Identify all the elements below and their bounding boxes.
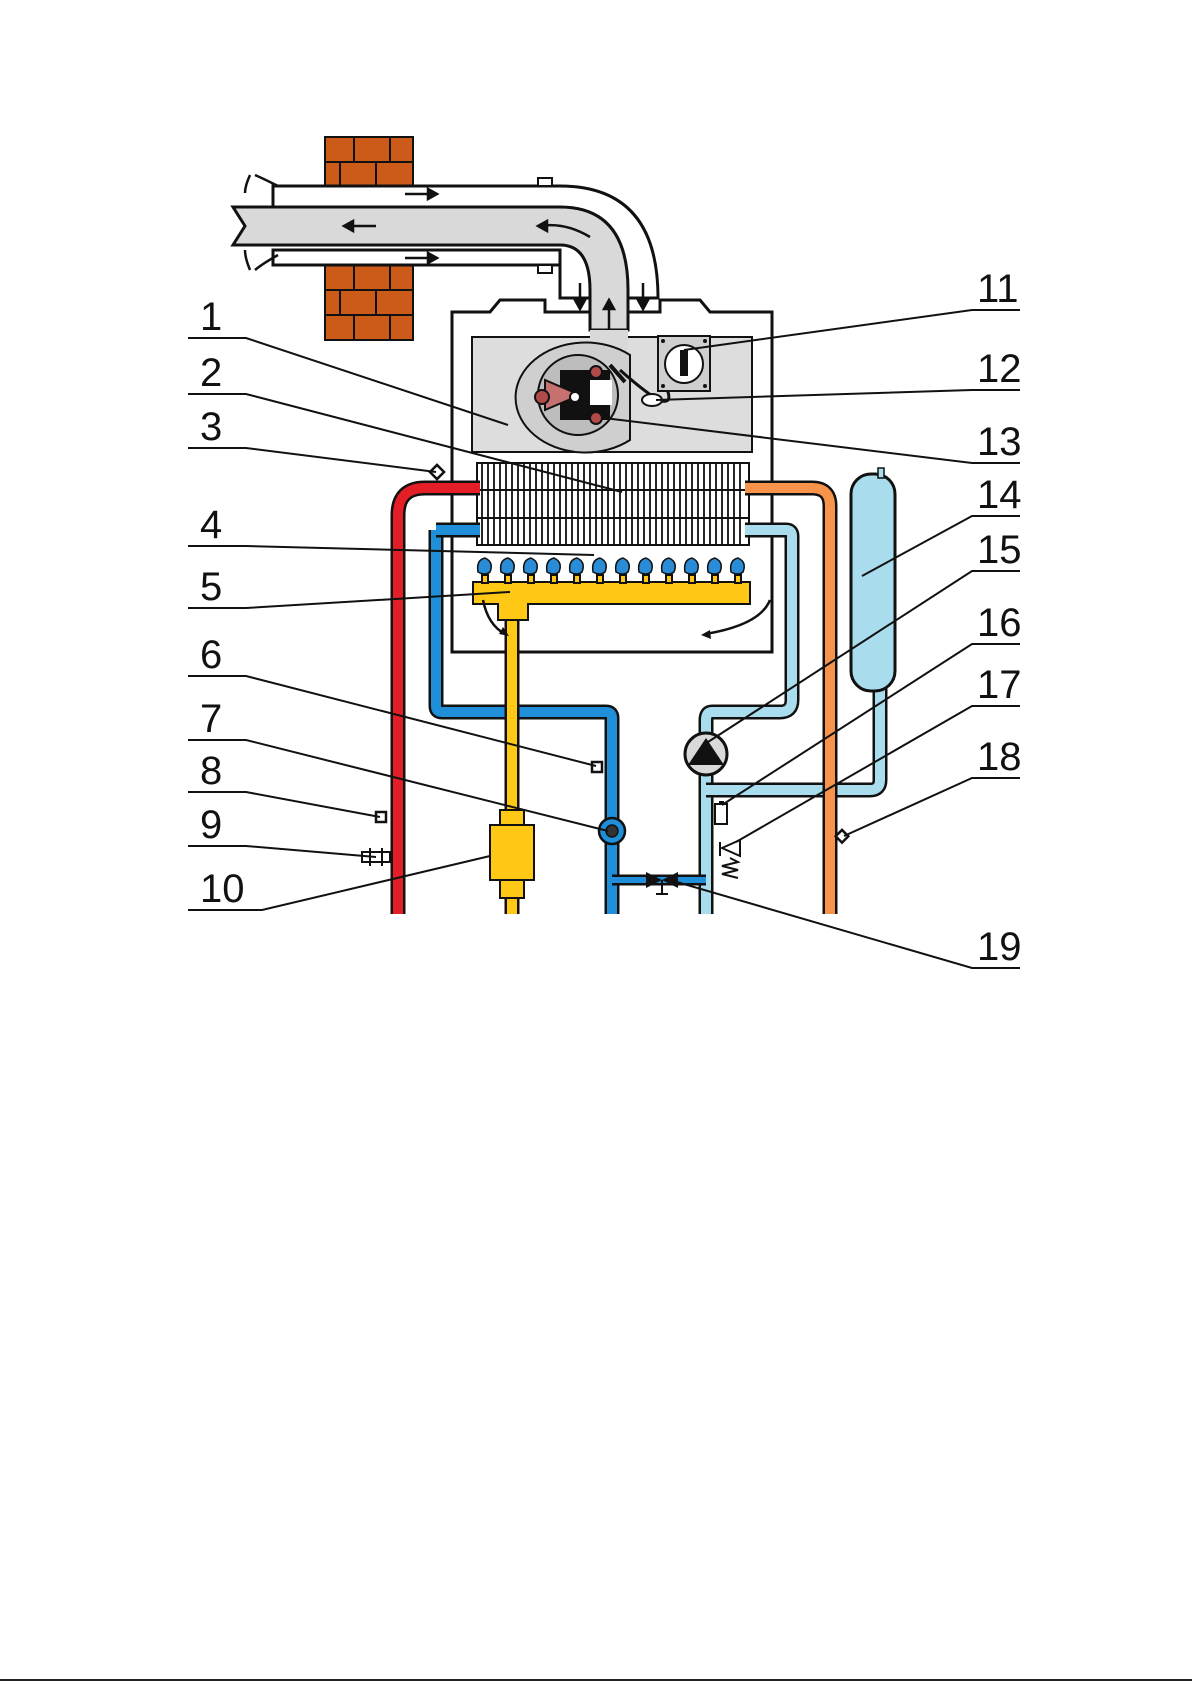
burner-nozzle <box>620 575 626 583</box>
burner-nozzle <box>689 575 695 583</box>
callout-number-9: 9 <box>200 803 222 847</box>
burner-flame <box>639 558 653 574</box>
burner-nozzle <box>528 575 534 583</box>
burner-flame <box>570 558 584 574</box>
burner-flame <box>662 558 676 574</box>
burner-nozzle <box>735 575 741 583</box>
callout-number-10: 10 <box>200 867 245 911</box>
burner-flame <box>547 558 561 574</box>
callout-number-17: 17 <box>977 663 1022 707</box>
callout-number-6: 6 <box>200 633 222 677</box>
callout-leader-19 <box>670 880 1020 968</box>
callout-number-13: 13 <box>977 420 1022 464</box>
callout-number-16: 16 <box>977 601 1022 645</box>
page-bottom-rule <box>0 1679 1192 1681</box>
burner-nozzle <box>643 575 649 583</box>
burner-flame <box>685 558 699 574</box>
gas-valve <box>490 810 534 898</box>
callout-number-1: 1 <box>200 295 222 339</box>
callout-number-12: 12 <box>977 347 1022 391</box>
callout-number-19: 19 <box>977 925 1022 969</box>
burner-nozzle <box>482 575 488 583</box>
burner-nozzle <box>574 575 580 583</box>
dhw-sensor <box>836 830 849 843</box>
circulation-pump <box>685 733 727 775</box>
burner-nozzle <box>505 575 511 583</box>
heat-exchanger <box>477 463 749 545</box>
callout-number-14: 14 <box>977 473 1022 517</box>
burner-flame <box>478 558 492 574</box>
burner-flame <box>524 558 538 574</box>
callout-number-18: 18 <box>977 735 1022 779</box>
burner-flame <box>593 558 607 574</box>
burner-flame <box>501 558 515 574</box>
callout-number-11: 11 <box>977 267 1019 311</box>
callout-number-4: 4 <box>200 503 222 547</box>
burner-nozzle <box>666 575 672 583</box>
burner-flame <box>731 558 745 574</box>
burner-flame <box>616 558 630 574</box>
burner-nozzle <box>712 575 718 583</box>
callout-number-15: 15 <box>977 528 1022 572</box>
burner-nozzle <box>551 575 557 583</box>
burner-flame <box>708 558 722 574</box>
callout-number-8: 8 <box>200 749 222 793</box>
callout-number-5: 5 <box>200 565 222 609</box>
expansion-vessel <box>851 468 895 691</box>
brick-wall-lower <box>325 265 413 340</box>
safety-valve <box>720 840 740 878</box>
flow-switch <box>715 802 727 824</box>
callout-leader-9 <box>188 846 376 857</box>
water-filter <box>599 818 625 844</box>
brick-wall-upper <box>325 137 413 186</box>
burner-nozzle <box>597 575 603 583</box>
air-pressure-switch <box>658 336 710 391</box>
callout-number-2: 2 <box>200 351 222 395</box>
callout-leader-3 <box>188 448 436 472</box>
return-sensor <box>592 762 602 772</box>
callout-number-7: 7 <box>200 697 222 741</box>
callout-number-3: 3 <box>200 405 222 449</box>
